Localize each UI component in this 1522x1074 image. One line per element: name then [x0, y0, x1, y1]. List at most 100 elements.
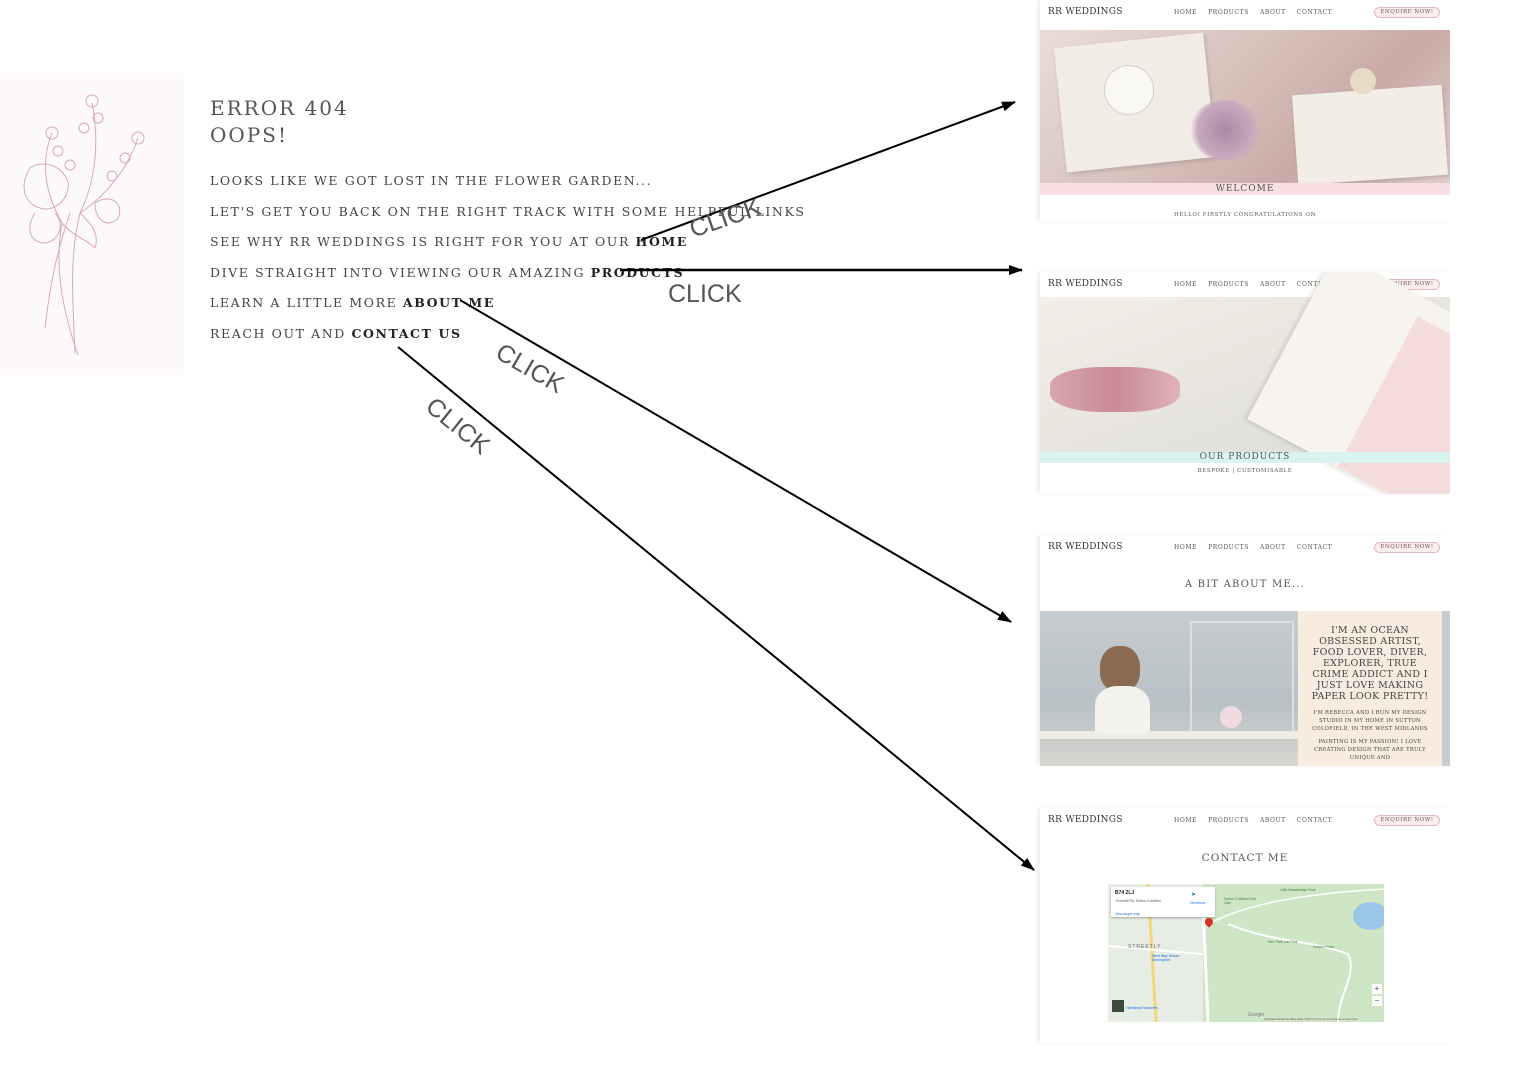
enquire-button[interactable]: ENQUIRE NOW! [1374, 7, 1440, 18]
map-satellite-toggle[interactable] [1112, 1000, 1124, 1012]
artist-shirt [1095, 686, 1150, 734]
map-place-photo: Keeper Photo [1313, 945, 1335, 949]
products-banner: OUR PRODUCTS [1040, 452, 1450, 463]
map-footer: Keyboard shortcuts Map data ©2021 Terms … [1264, 1017, 1358, 1021]
arrow-to-home [640, 101, 1016, 241]
nav-menu: HOME PRODUCTS ABOUT CONTACT [1174, 544, 1343, 551]
error-code: ERROR 404 [210, 96, 349, 120]
nav-contact[interactable]: CONTACT [1296, 817, 1333, 824]
keyboard-shortcuts-link[interactable]: Keyboard shortcuts [1264, 1017, 1290, 1021]
welcome-banner: WELCOME [1040, 183, 1450, 195]
flower-illustration [0, 73, 184, 375]
map-place-nurseries: Hamstead Nurseries [1126, 1006, 1158, 1010]
nav-home[interactable]: HOME [1174, 544, 1198, 551]
nav-about[interactable]: ABOUT [1259, 9, 1286, 16]
about-line-text: LEARN A LITTLE MORE [210, 295, 403, 310]
lost-message: LOOKS LIKE WE GOT LOST IN THE FLOWER GAR… [210, 173, 652, 188]
map-place-golf: Sutton Coldfield Golf Club [1224, 897, 1257, 905]
artist-hair [1100, 646, 1140, 691]
contact-line-text: REACH OUT AND [210, 326, 352, 341]
about-bio: I'M REBECCA AND I RUN MY DESIGN STUDIO I… [1312, 710, 1428, 732]
nav-products[interactable]: PRODUCTS [1208, 817, 1249, 824]
artist-photo [1040, 611, 1298, 766]
wall-frame [1190, 621, 1294, 735]
zoom-out-button[interactable]: − [1372, 996, 1382, 1006]
contact-us-link[interactable]: CONTACT US [351, 326, 462, 341]
map-place-pool: Little Bracebridge Pool [1280, 888, 1316, 892]
click-label-products: CLICK [668, 280, 742, 308]
google-logo: Google [1248, 1012, 1265, 1018]
helpful-links-message: LET'S GET YOU BACK ON THE RIGHT TRACK WI… [210, 204, 806, 219]
map-lake [1353, 902, 1384, 930]
map-info-card: B74 2LJ Thornhill Rd, Sutton Coldfield ➤… [1111, 887, 1215, 917]
nav-home[interactable]: HOME [1174, 817, 1198, 824]
arrow-to-about [459, 299, 1012, 623]
nav-home[interactable]: HOME [1174, 9, 1198, 16]
envelope-card [1292, 84, 1448, 186]
enquire-button[interactable]: ENQUIRE NOW! [1374, 815, 1440, 826]
nav-home[interactable]: HOME [1174, 281, 1198, 288]
flower-vase [1220, 706, 1242, 728]
nav-menu: HOME PRODUCTS ABOUT CONTACT [1174, 9, 1343, 16]
nav-menu: HOME PRODUCTS ABOUT CONTACT [1174, 281, 1343, 288]
home-page-preview[interactable]: RR WEDDINGS HOME PRODUCTS ABOUT CONTACT ENQ… [1040, 0, 1450, 222]
hero-image-ribbon [1040, 272, 1450, 494]
terms-link[interactable]: Terms of Use [1313, 1017, 1332, 1021]
dried-flowers [1190, 100, 1260, 160]
home-intro-text: HELLO! FIRSTLY CONGRATULATIONS ON [1174, 212, 1316, 218]
brand-logo[interactable]: RR WEDDINGS [1048, 7, 1123, 17]
nav-products[interactable]: PRODUCTS [1208, 9, 1249, 16]
products-line-text: DIVE STRAIGHT INTO VIEWING OUR AMAZING [210, 265, 591, 280]
helpful-links-text: LET'S GET YOU BACK ON THE RIGHT TRACK WI… [210, 204, 806, 219]
nav-products[interactable]: PRODUCTS [1208, 281, 1249, 288]
arrow-to-contact [397, 346, 1035, 871]
products-subtitle: BESPOKE | CUSTOMISABLE [1197, 468, 1293, 474]
lily-of-the-valley-illustration [23, 94, 145, 356]
gold-seal [1350, 68, 1376, 94]
contact-heading: CONTACT ME [1201, 852, 1289, 864]
google-map[interactable]: B74 2LJ Thornhill Rd, Sutton Coldfield ➤… [1108, 884, 1384, 1022]
map-directions-link[interactable]: Directions [1190, 901, 1206, 905]
site-nav: RR WEDDINGS HOME PRODUCTS ABOUT CONTACT ENQ… [1040, 808, 1450, 834]
contact-link-line: REACH OUT AND CONTACT US [210, 326, 462, 341]
nav-about[interactable]: ABOUT [1259, 817, 1286, 824]
view-larger-map-link[interactable]: View larger map [1115, 912, 1141, 916]
nav-products[interactable]: PRODUCTS [1208, 544, 1249, 551]
about-intro: I'M AN OCEAN OBSESSED ARTIST, FOOD LOVER… [1311, 625, 1429, 702]
enquire-button[interactable]: ENQUIRE NOW! [1374, 542, 1440, 553]
home-line-text: SEE WHY RR WEDDINGS IS RIGHT FOR YOU AT … [210, 234, 636, 249]
about-page-preview[interactable]: RR WEDDINGS HOME PRODUCTS ABOUT CONTACT ENQ… [1040, 535, 1450, 766]
about-passion: PAINTING IS MY PASSION! I LOVE CREATING … [1314, 739, 1426, 761]
report-error-link[interactable]: Report a map error [1332, 1017, 1358, 1021]
nav-about[interactable]: ABOUT [1259, 544, 1286, 551]
map-data-text: Map data ©2021 [1290, 1017, 1313, 1021]
nav-contact[interactable]: CONTACT [1296, 9, 1333, 16]
directions-icon[interactable]: ➤ [1191, 892, 1197, 898]
brand-logo[interactable]: RR WEDDINGS [1048, 279, 1123, 289]
contact-page-preview[interactable]: RR WEDDINGS HOME PRODUCTS ABOUT CONTACT ENQ… [1040, 808, 1450, 1043]
brand-logo[interactable]: RR WEDDINGS [1048, 815, 1123, 825]
site-nav: RR WEDDINGS HOME PRODUCTS ABOUT CONTACT ENQ… [1040, 535, 1450, 561]
silk-ribbon [1050, 367, 1180, 412]
map-place-nissan: West Way Nissan Birmingham [1152, 954, 1180, 962]
nav-about[interactable]: ABOUT [1259, 281, 1286, 288]
nav-contact[interactable]: CONTACT [1296, 544, 1333, 551]
hero-image-stationery [1040, 30, 1450, 186]
map-roads [1108, 884, 1384, 1022]
nav-contact[interactable]: CONTACT [1296, 281, 1333, 288]
about-text-panel: I'M AN OCEAN OBSESSED ARTIST, FOOD LOVER… [1298, 611, 1442, 766]
about-heading: A BIT ABOUT ME... [1184, 579, 1306, 590]
photo-edge [1442, 611, 1450, 766]
lost-text: LOOKS LIKE WE GOT LOST IN THE FLOWER GAR… [210, 173, 653, 188]
desk [1040, 731, 1298, 739]
map-place-carpark: Kerr Park Car Park [1268, 940, 1298, 944]
nav-menu: HOME PRODUCTS ABOUT CONTACT [1174, 817, 1343, 824]
oops-heading: OOPS! [210, 123, 288, 147]
brand-logo[interactable]: RR WEDDINGS [1048, 542, 1123, 552]
zoom-in-button[interactable]: + [1372, 984, 1382, 994]
site-nav: RR WEDDINGS HOME PRODUCTS ABOUT CONTACT ENQ… [1040, 0, 1450, 26]
map-address: Thornhill Rd, Sutton Coldfield [1115, 899, 1161, 903]
map-place-streetly: STREETLY [1128, 944, 1162, 950]
